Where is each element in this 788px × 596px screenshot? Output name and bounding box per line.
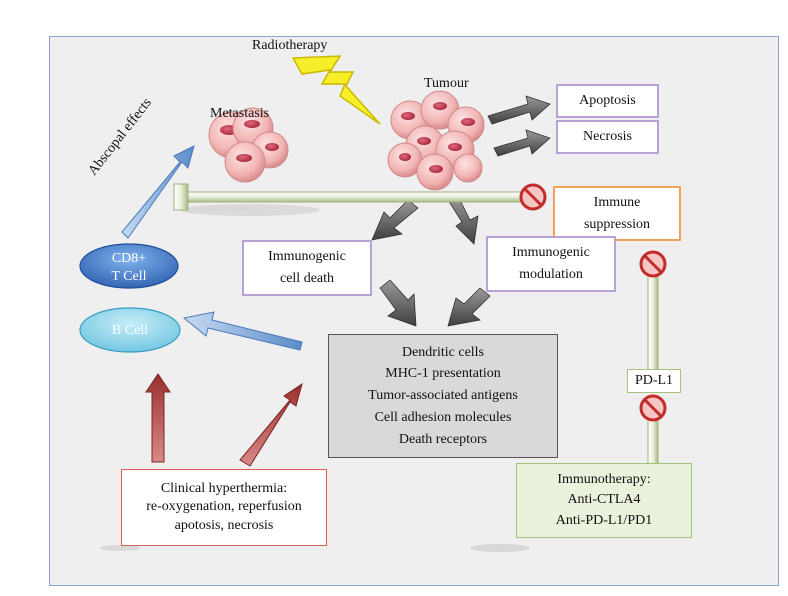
cd8-line2: T Cell [111,268,147,284]
immunotherapy-line: Anti-CTLA4 [567,492,641,508]
immune-suppression-line2: suppression [583,216,651,232]
immunogenic-mod-line2: modulation [519,267,583,282]
center-item: Dendritic cells [401,344,485,360]
center-item: Tumor-associated antigens [368,388,518,404]
cd8-label: CD8+ T Cell [80,250,178,285]
necrosis-label: Necrosis [583,129,632,145]
immunogenic-cell-death-box: Immunogenic cell death [242,240,372,296]
hyperthermia-box: Clinical hyperthermia: re-oxygenation, r… [121,469,327,546]
immunogenic-modulation-box: Immunogenic modulation [486,236,616,292]
immunotherapy-line: Anti-PD-L1/PD1 [555,512,653,528]
lightning-icon [291,55,381,125]
immunogenic-death-line1: Immunogenic [268,249,346,265]
b-cell [79,307,181,353]
hyperthermia-line: apotosis, necrosis [174,517,274,533]
pdl1-box: PD-L1 [627,369,681,393]
no-symbol-icon [519,183,547,211]
arrow-to-immunogenic-modulation [447,195,479,245]
apoptosis-label: Apoptosis [579,93,636,109]
immunotherapy-box: Immunotherapy: Anti-CTLA4 Anti-PD-L1/PD1 [516,463,692,538]
arrow-to-apoptosis [487,95,551,125]
arrow-to-immunogenic-death [371,199,419,241]
hyperthermia-arrow-diagonal [239,382,303,467]
arrow-to-bcell [182,311,303,351]
vertical-inhibition-upper [647,271,659,371]
immunogenic-mod-line1: Immunogenic [512,245,590,261]
hyperthermia-line: Clinical hyperthermia: [160,481,288,497]
arrow-modulation-to-center [447,287,491,327]
cd8-t-cell [79,243,179,289]
apoptosis-box: Apoptosis [556,84,659,118]
immune-suppression-box: Immune suppression [553,186,681,241]
abscopal-arrow [121,145,195,239]
arrow-death-to-center [379,279,417,327]
cd8-line1: CD8+ [111,251,147,266]
radiotherapy-label: Radiotherapy [252,38,328,53]
center-item: Death receptors [398,431,488,447]
metastasis-label: Metastasis [210,106,270,121]
pdl1-label: PD-L1 [634,373,674,389]
tumour-cells [387,90,485,191]
immunotherapy-line: Immunotherapy: [557,472,651,488]
immune-markers-box: Dendritic cells MHC-1 presentation Tumor… [328,334,558,458]
immune-suppression-line1: Immune [593,194,641,210]
no-symbol-icon [639,394,667,422]
no-symbol-icon [639,250,667,278]
center-item: Cell adhesion molecules [374,409,512,425]
vertical-inhibition-lower [647,417,659,465]
metastasis-cells [208,107,289,183]
hyperthermia-arrow-up [145,373,171,463]
immunogenic-death-line2: cell death [279,271,335,286]
arrow-to-necrosis [493,129,551,157]
hyperthermia-line: re-oxygenation, reperfusion [146,499,302,515]
center-item: MHC-1 presentation [385,366,501,382]
tumour-label: Tumour [424,76,469,91]
inhibition-bar [173,183,527,216]
bcell-label: B Cell [111,323,149,338]
necrosis-box: Necrosis [556,120,659,154]
